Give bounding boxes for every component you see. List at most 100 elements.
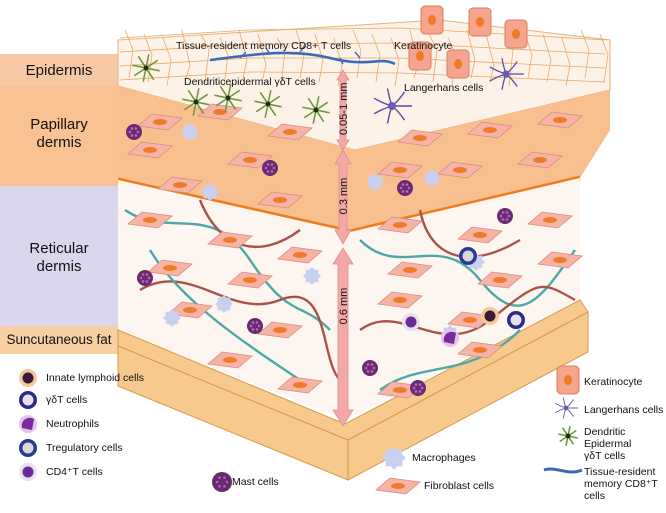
mast-cell [126,124,142,140]
macrophage-cell [423,169,441,187]
fibroblast-cell [207,231,253,249]
mast-granule [134,134,138,137]
mast-cell [497,208,513,224]
mast-granule [270,163,274,166]
mast-cell-body [397,180,413,196]
legend-neutrophils: Neutrophils [46,418,100,430]
fibroblast-nucleus [413,135,427,141]
mast-granule [407,186,411,190]
keratinocyte-net-line [314,33,324,83]
fibroblast-nucleus [273,197,287,203]
mast-cell [397,180,413,196]
fibroblast-cell [227,151,273,169]
macrophage-body [303,267,321,285]
mast-cell [262,160,278,176]
macrophage-cell [382,446,406,470]
legend-icon-gd-t [19,391,37,409]
mast-granule [372,366,376,370]
keratinocyte-net-line [219,37,229,87]
macrophage-body [163,309,181,327]
keratinocyte-cell [446,49,470,79]
keratinocyte-net-line [200,33,210,83]
macrophage-cell [366,173,384,191]
keratinocyte-nucleus [428,15,436,25]
gd-t-cell [507,311,525,329]
cd4-cell [402,313,420,331]
fibroblast-cell [537,111,583,129]
vessel [359,239,576,307]
callout-langerhans: Langerhans cells [404,82,484,94]
mast-granule [266,170,270,173]
dendritic-nucleus [193,99,199,105]
langerhans-body [563,405,569,411]
mast-granule [501,211,505,214]
fibroblast-nucleus [453,167,467,173]
fat-layer-right [347,311,589,481]
macrophage-cell [201,183,219,201]
mast-granule [507,214,511,218]
macrophage-cell [303,267,321,285]
keratinocyte-cell [556,365,580,395]
neutrophil-cell [441,329,459,347]
legend-icon-dendritic [558,426,578,446]
mast-granule [225,480,229,484]
langerhans-cell [489,58,525,90]
mast-granule [223,485,226,488]
dendritic-nucleus [143,65,149,71]
vessel [379,329,521,391]
langerhans-body [388,102,396,110]
trm-branches [239,44,361,65]
fibroblast-cell [397,129,443,147]
fibroblast-cell [207,351,253,369]
depth-arrow-3 [332,247,354,427]
treg-cell-inner [462,250,474,262]
treg-cell [459,247,477,265]
label-subcutaneous-fat: Suncutaneous fat [6,332,112,347]
macrophage-body [423,169,441,187]
fibroblast-nucleus [403,267,417,273]
legend-macrophages: Macrophages [412,452,476,464]
keratinocyte-nucleus [476,17,484,27]
label-epidermis: Epidermis [25,62,93,79]
fibroblast-nucleus [143,147,157,153]
keratinocyte-net-line [119,42,606,55]
depth-label-3: 0.6 mm [338,287,350,325]
dendritic-nucleus [265,101,271,107]
keratinocyte-cell [408,41,432,71]
fibroblast-cell [267,123,313,141]
legend-trm-line3: cells [584,490,606,502]
dendritic-cell [132,54,160,82]
depth-label-1: 0.05-1 mm [338,82,350,135]
fibroblast-cell [537,251,583,269]
fibroblast-cell [277,246,323,264]
keratinocyte-net-line [485,33,495,83]
mast-granule [499,214,503,218]
fibroblast-nucleus [223,357,237,363]
keratinocyte-net-line [466,29,476,79]
legend-cd4-cells: CD4⁺T cells [46,466,103,478]
vessel [198,199,301,249]
keratinocyte-nucleus [416,51,424,61]
dendritic-cell [254,90,282,118]
mast-granule [412,386,416,390]
fibroblast-cell [457,226,503,244]
fibroblast-nucleus [283,129,297,135]
fibroblast-cell [477,271,523,289]
vessel [139,280,341,381]
fibroblast-cell [257,321,303,339]
papillary-band [0,86,118,186]
fibroblast-cell [197,103,243,121]
dendritic-cell [182,88,210,116]
fibroblast-nucleus [223,237,237,243]
langerhans-cell [373,88,412,124]
mast-granule [215,480,219,484]
mast-granule [218,485,221,488]
mast-granule [255,328,259,331]
legend-trm-line2: memory CD8⁺T [584,478,658,490]
keratinocyte-net-line [257,33,267,83]
fibroblast-cell [157,176,203,194]
legend-dendritic-line1: Dendritic [584,426,626,438]
innate-lymphoid-cell-inner [484,310,496,322]
